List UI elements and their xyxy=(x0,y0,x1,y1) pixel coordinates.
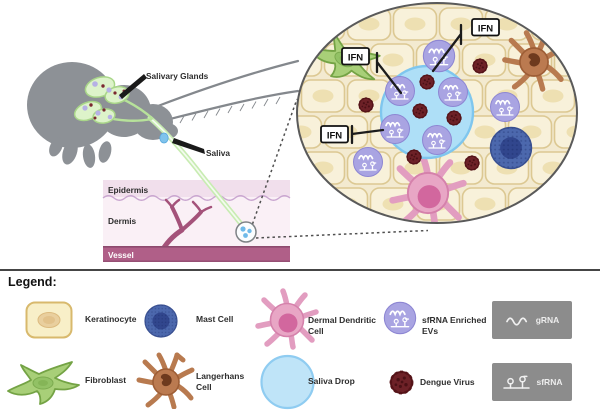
antenna-hairs xyxy=(179,96,281,124)
annotations: Salivary Glands Saliva Epidermis Dermis … xyxy=(108,71,230,260)
ifn-inhibition-lines xyxy=(350,23,463,145)
salivary-glands-label: Salivary Glands xyxy=(146,71,209,81)
ifn-label: IFN xyxy=(327,131,342,142)
dengue-virus-icon xyxy=(389,370,414,395)
inset-connector-top xyxy=(251,98,298,225)
vessel-label: Vessel xyxy=(108,250,134,260)
inset-connector-bottom xyxy=(255,229,429,239)
saliva-droplet-on-proboscis xyxy=(159,132,169,144)
ifn-label-box: IFN xyxy=(341,47,370,66)
ifn-label-box: IFN xyxy=(320,125,349,144)
dengue-virus xyxy=(406,149,422,165)
fibroblast-icon xyxy=(7,361,80,405)
mosquito xyxy=(27,59,300,232)
legend: Legend: Keratinocyte Mast Cell Dermal De… xyxy=(0,269,600,410)
dengue-virus xyxy=(419,74,435,90)
legend-item-sfrna: sfRNA xyxy=(492,363,572,401)
legend-label-fibroblast: Fibroblast xyxy=(85,375,127,385)
dengue-virus xyxy=(412,103,428,119)
epidermis-layer xyxy=(103,180,290,197)
skin-cross-section xyxy=(102,180,291,262)
sfrna-ev xyxy=(379,113,411,145)
mosquito-leg xyxy=(156,59,300,108)
legend-title: Legend: xyxy=(8,275,57,289)
sfrna-ev xyxy=(489,91,521,123)
sfrna-ev xyxy=(352,146,384,178)
mast-cell-icon xyxy=(144,304,178,338)
bite-site-circle xyxy=(235,221,257,243)
keratinocyte-icon xyxy=(25,301,73,339)
legend-label-sfrna: sfRNA xyxy=(536,377,563,387)
gland-virus-dots xyxy=(89,84,126,120)
dengue-virus xyxy=(472,58,488,74)
sfrna-ev xyxy=(437,76,469,108)
legend-label-langerhans-cell: Langerhans Cell xyxy=(196,371,245,392)
legend-label-sfrna-evs: sfRNA Enriched EVs xyxy=(422,315,487,336)
dengue-virus xyxy=(358,97,374,113)
legend-item-grna: gRNA xyxy=(492,301,572,339)
langerhans-cell-icon xyxy=(136,351,195,409)
legend-label-dermal-dendritic-cell: Dermal Dendritic Cell xyxy=(308,315,377,336)
dermis-label: Dermis xyxy=(108,216,137,226)
ifn-label-box: IFN xyxy=(471,18,500,37)
grna-icon xyxy=(505,317,527,326)
ifn-label: IFN xyxy=(478,24,493,35)
legend-label-saliva-drop: Saliva Drop xyxy=(308,376,355,386)
inset-border xyxy=(296,2,578,224)
proboscis xyxy=(147,115,248,232)
legend-label-dengue-virus: Dengue Virus xyxy=(420,377,475,387)
epidermis-label: Epidermis xyxy=(108,185,149,195)
mosquito-antenna xyxy=(164,89,300,122)
legend-label-keratinocyte: Keratinocyte xyxy=(85,314,137,324)
mast-cell xyxy=(489,126,533,170)
diagram-scene: IFN IFN IFN Salivary Glands Saliva Epide… xyxy=(27,2,578,262)
magnified-inset: IFN IFN IFN xyxy=(296,2,578,224)
dengue-virus xyxy=(464,155,480,171)
legend-label-mast-cell: Mast Cell xyxy=(196,314,234,324)
epidermis-boundary-wave xyxy=(102,195,291,201)
sfrna-ev xyxy=(421,124,453,156)
legend-label-grna: gRNA xyxy=(535,315,560,325)
sfrna-ev xyxy=(422,39,456,73)
ifn-label: IFN xyxy=(348,53,363,64)
saliva-label: Saliva xyxy=(206,148,230,158)
saliva-pointer xyxy=(172,138,205,154)
dengue-virus xyxy=(446,110,462,126)
vessel-layer xyxy=(103,246,290,262)
salivary-glands-pointer xyxy=(119,74,147,99)
sfrna-icon xyxy=(502,375,530,389)
sfrna-ev-icon xyxy=(383,301,417,335)
